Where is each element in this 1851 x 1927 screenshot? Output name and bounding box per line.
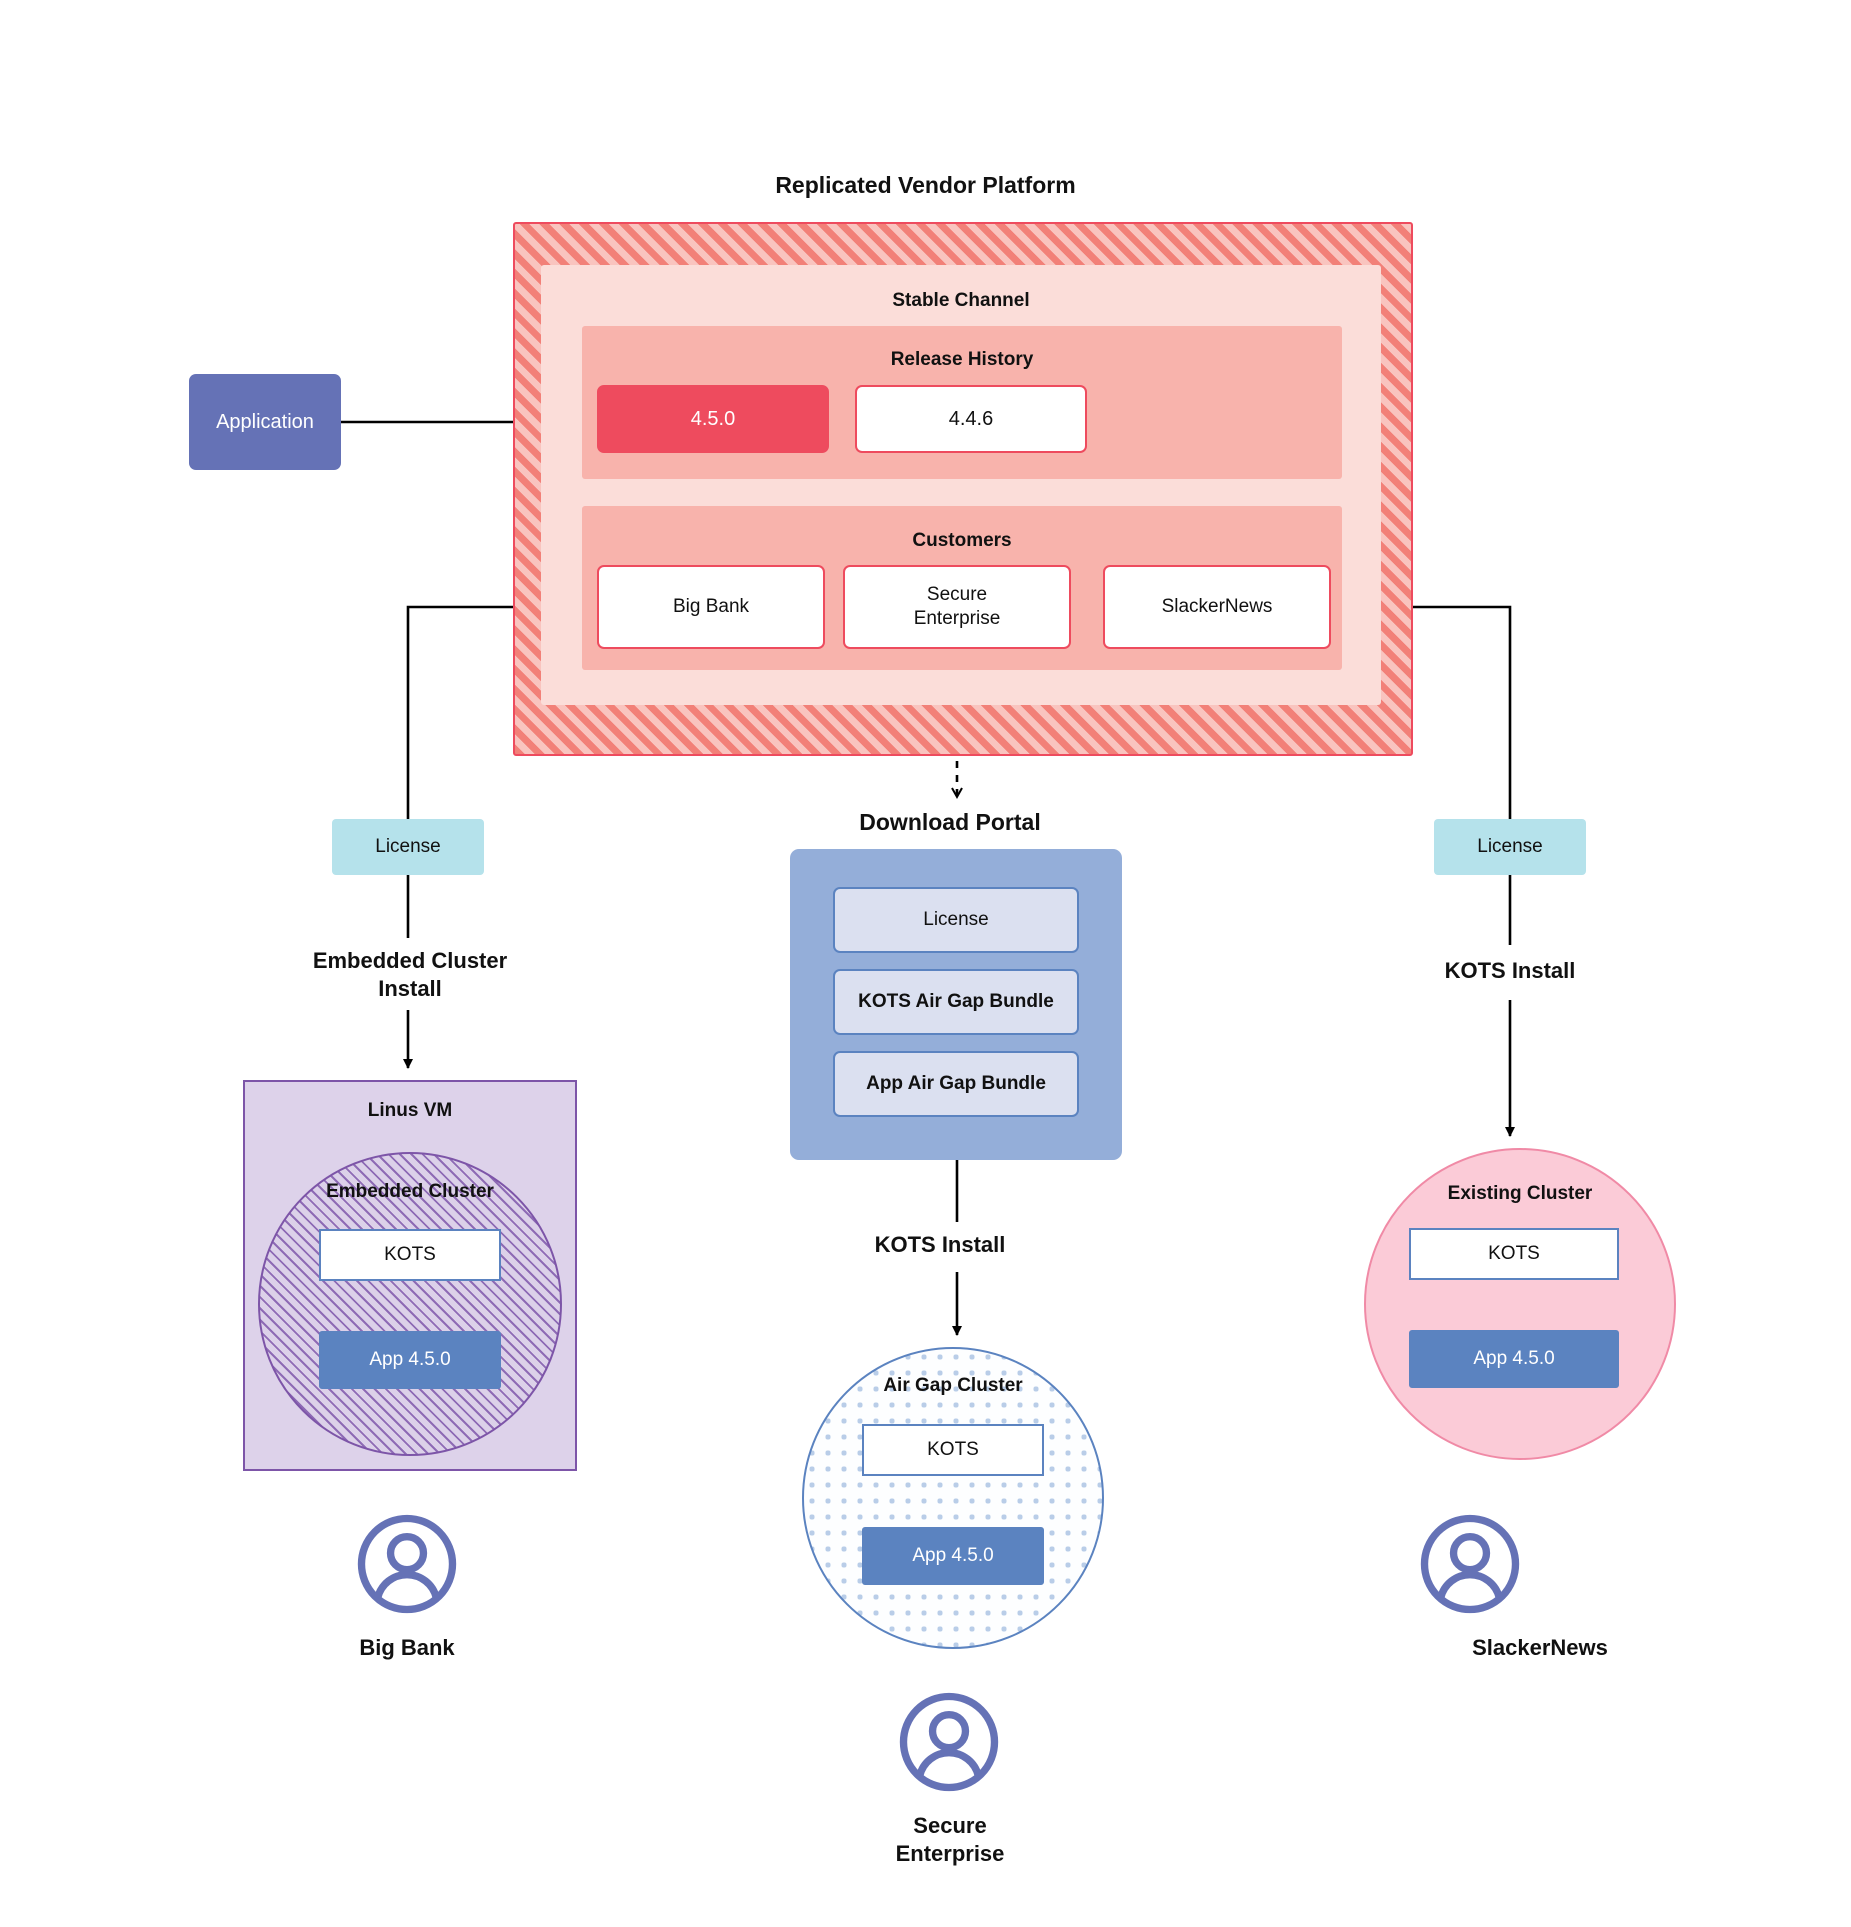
page-title: Replicated Vendor Platform: [775, 172, 1076, 198]
embedded-cluster-circle: [258, 1152, 562, 1456]
linus-vm-label: Linus VM: [367, 1100, 453, 1121]
release-history-label: Release History: [890, 349, 1034, 370]
air-gap-cluster-label: Air Gap Cluster: [883, 1375, 1023, 1396]
application-node[interactable]: Application: [189, 374, 341, 470]
user-avatar-icon: [899, 1692, 999, 1792]
app-node-embedded[interactable]: App 4.5.0: [319, 1331, 501, 1389]
license-chip-left[interactable]: License: [332, 819, 484, 875]
portal-item-license[interactable]: License: [833, 887, 1079, 953]
release-card-previous[interactable]: 4.4.6: [855, 385, 1087, 453]
user-avatar-icon: [1420, 1514, 1520, 1614]
release-card-current[interactable]: 4.5.0: [597, 385, 829, 453]
user-avatar-icon: [357, 1514, 457, 1614]
persona-label-big-bank: Big Bank: [359, 1635, 455, 1660]
embedded-cluster-label: Embedded Cluster: [326, 1181, 494, 1202]
existing-cluster-label: Existing Cluster: [1447, 1183, 1593, 1204]
app-node-airgap[interactable]: App 4.5.0: [862, 1527, 1044, 1585]
customer-card-big-bank[interactable]: Big Bank: [597, 565, 825, 649]
app-node-existing[interactable]: App 4.5.0: [1409, 1330, 1619, 1388]
label-kots-install-right: KOTS Install: [1444, 958, 1576, 983]
existing-cluster-circle: [1364, 1148, 1676, 1460]
kots-node-airgap[interactable]: KOTS: [862, 1424, 1044, 1476]
portal-item-app-air-gap-bundle[interactable]: App Air Gap Bundle: [833, 1051, 1079, 1117]
air-gap-cluster-circle: [802, 1347, 1104, 1649]
stable-channel-label: Stable Channel: [892, 290, 1030, 311]
label-kots-install-center: KOTS Install: [874, 1232, 1006, 1257]
portal-item-kots-air-gap-bundle[interactable]: KOTS Air Gap Bundle: [833, 969, 1079, 1035]
persona-label-slackernews: SlackerNews: [1472, 1635, 1608, 1660]
customer-card-slackernews[interactable]: SlackerNews: [1103, 565, 1331, 649]
kots-node-embedded[interactable]: KOTS: [319, 1229, 501, 1281]
license-chip-right[interactable]: License: [1434, 819, 1586, 875]
label-download-portal: Download Portal: [859, 809, 1041, 835]
customers-label: Customers: [912, 530, 1012, 551]
kots-node-existing[interactable]: KOTS: [1409, 1228, 1619, 1280]
